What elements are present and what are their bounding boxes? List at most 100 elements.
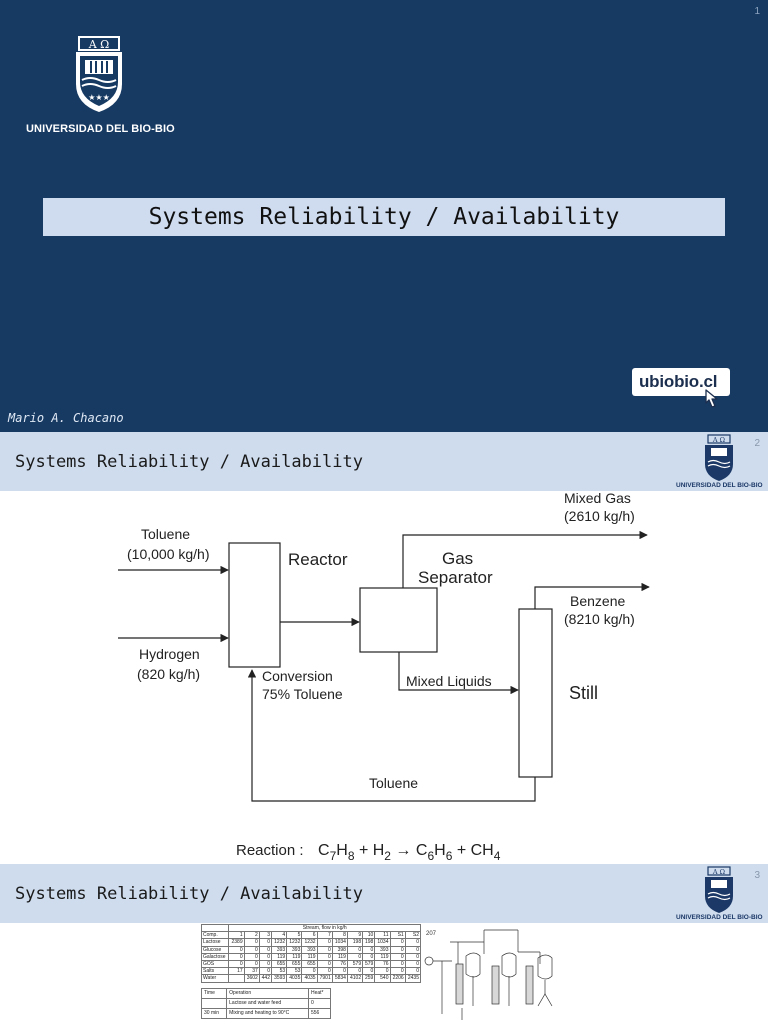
author-name: Mario A. Chacano	[8, 411, 124, 425]
table-cell: 393	[301, 945, 318, 954]
reaction-equation: C7H8 + H2 → C6H6 + CH4	[318, 842, 501, 863]
table-cell: 0	[316, 959, 333, 969]
slide-2[interactable]: Systems Reliability / Availability A Ω U…	[0, 432, 768, 864]
table-cell: GOS	[200, 959, 230, 969]
table-cell: 0	[389, 959, 406, 969]
table-cell: 0	[316, 952, 333, 961]
table-cell: 0	[404, 952, 422, 961]
table-cell: 0	[243, 945, 260, 954]
table-cell: 198	[346, 938, 364, 947]
toluene-recycle-arrow	[247, 669, 536, 802]
reaction-label: Reaction :	[236, 842, 304, 859]
table-header-cell: 6	[301, 931, 318, 940]
university-crest-icon: A Ω	[705, 434, 733, 481]
table-cell: Glucose	[200, 945, 230, 954]
ops-header-cell: Time	[200, 987, 228, 999]
table-cell: 579	[346, 959, 364, 969]
table-cell: 0	[404, 945, 422, 954]
table-cell: 4035	[286, 974, 303, 983]
table-cell: 3602	[243, 974, 260, 983]
table-cell: 0	[404, 959, 422, 969]
ops-cell: 556	[307, 1007, 332, 1019]
slide-3[interactable]: Systems Reliability / Availability A Ω U…	[0, 864, 768, 1024]
toluene-feed-label: Toluene	[141, 526, 190, 542]
table-cell: 1232	[286, 938, 303, 947]
ops-header-cell: Operation	[226, 987, 309, 999]
slide-1[interactable]: 1 A Ω ★★★ UNIVERSIDAD DEL BIO-BIO System…	[0, 0, 768, 432]
table-cell: 540	[374, 974, 391, 983]
table-cell: 0	[346, 967, 364, 976]
table-cell: 0	[362, 967, 376, 976]
conversion-detail: 75% Toluene	[262, 686, 343, 702]
table-cell: 3593	[270, 974, 288, 983]
table-cell: 0	[258, 959, 273, 969]
table-header-cell: 3	[258, 931, 273, 940]
table-cell: 259	[362, 974, 376, 983]
benzene-flow: (8210 kg/h)	[564, 611, 635, 627]
reactor-block	[228, 542, 281, 668]
table-cell: Water	[200, 974, 230, 983]
table-cell: 4102	[346, 974, 364, 983]
table-cell: 53	[270, 967, 288, 976]
table-cell: 0	[243, 959, 260, 969]
separator-label-line2: Separator	[418, 568, 493, 587]
column-1-icon	[455, 963, 464, 1005]
table-cell: 0	[258, 967, 273, 976]
title-box: Systems Reliability / Availability	[43, 198, 725, 236]
university-name: UNIVERSIDAD DEL BIO-BIO	[676, 914, 763, 921]
recycle-label: Toluene	[369, 775, 418, 791]
table-header-cell: 8	[331, 931, 348, 940]
table-cell: 0	[228, 952, 245, 961]
brand-text: ubiobio.cl	[639, 372, 718, 391]
table-cell: 0	[374, 967, 391, 976]
slide-number: 2	[754, 438, 760, 449]
table-cell: 0	[346, 945, 364, 954]
table-cell: 0	[362, 952, 376, 961]
table-cell: 2435	[404, 974, 422, 983]
slide-title: Systems Reliability / Availability	[15, 452, 363, 472]
table-cell: 398	[331, 945, 348, 954]
table-cell: 579	[362, 959, 376, 969]
table-corner	[200, 923, 230, 933]
table-cell: 7901	[316, 974, 333, 983]
table-cell: 655	[301, 959, 318, 969]
table-cell: 0	[228, 959, 245, 969]
table-cell: 0	[301, 967, 318, 976]
crest-motto: A Ω	[88, 38, 110, 51]
table-cell: 0	[258, 945, 273, 954]
mixed-gas-arrow	[402, 530, 648, 588]
process-flow-diagram: Toluene (10,000 kg/h) Hydrogen (820 kg/h…	[118, 491, 650, 863]
table-cell: 37	[243, 967, 260, 976]
toluene-feed-flow: (10,000 kg/h)	[127, 546, 210, 562]
mixed-liquids-label: Mixed Liquids	[406, 673, 492, 689]
column-2-icon	[491, 965, 500, 1005]
table-header-cell: 7	[316, 931, 333, 940]
table-cell: 0	[404, 938, 422, 947]
slide-header: Systems Reliability / Availability A Ω U…	[0, 432, 768, 491]
slide-title: Systems Reliability / Availability	[15, 884, 363, 904]
table-cell: 17	[228, 967, 245, 976]
table-cell: 198	[362, 938, 376, 947]
table-header-cell: 9	[346, 931, 364, 940]
table-cell: Galactose	[200, 952, 230, 961]
benzene-label: Benzene	[570, 593, 625, 609]
table-cell: 0	[389, 938, 406, 947]
slide-number: 3	[754, 870, 760, 881]
table-cell: 2206	[389, 974, 406, 983]
column-3-icon	[525, 965, 534, 1005]
table-cell: 119	[374, 952, 391, 961]
equipment-sketch: 207	[424, 929, 553, 1020]
brand-link[interactable]: ubiobio.cl	[632, 368, 730, 396]
table-cell: 0	[258, 952, 273, 961]
table-cell: 0	[389, 967, 406, 976]
table-header-cell: 1	[228, 931, 245, 940]
table-cell	[228, 974, 245, 983]
table-cell: 1034	[331, 938, 348, 947]
